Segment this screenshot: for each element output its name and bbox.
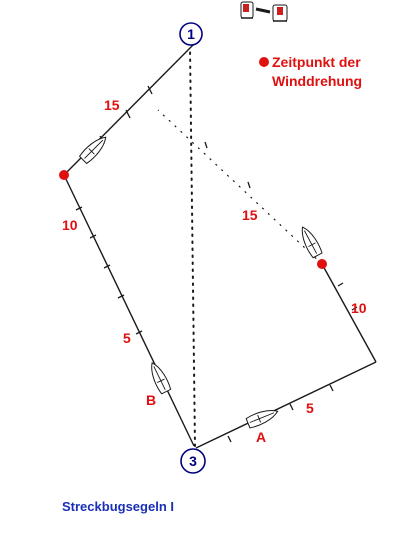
label-left-lower: 5: [123, 330, 131, 346]
caption: Streckbugsegeln I: [62, 499, 174, 514]
track-b-lower: [63, 174, 195, 447]
legend-line-2: Winddrehung: [272, 73, 362, 89]
mark-3-circle: [180, 448, 206, 474]
logo-boats-icon: [240, 1, 288, 22]
legend-dot: [259, 57, 269, 67]
mark-1-circle: [179, 22, 203, 46]
label-left-upper: 10: [62, 217, 78, 233]
boat-upper-left: [78, 136, 107, 165]
track-a-diagonal: [157, 109, 323, 265]
boat-b-icon: [151, 362, 172, 395]
label-upper-left: 15: [104, 97, 120, 113]
label-bottom-right: 5: [306, 400, 314, 416]
mark-1-label: 1: [187, 26, 195, 42]
boat-right-upper: [301, 226, 323, 259]
wind-shift-dot-right: [317, 259, 327, 269]
boat-a-icon: [245, 410, 279, 429]
label-right-upper: 10: [351, 300, 367, 316]
mark-3: 3: [180, 448, 206, 474]
track-a-right: [321, 263, 377, 363]
boat-a-label: A: [256, 429, 266, 445]
wind-shift-dot-left: [59, 170, 69, 180]
mark-3-label: 3: [189, 453, 197, 469]
boat-b-label: B: [146, 392, 156, 408]
track-ticks: [75, 85, 358, 443]
legend-line-1: Zeitpunkt der: [272, 54, 361, 70]
label-middle-diagonal: 15: [242, 207, 258, 223]
mark-1: 1: [179, 22, 203, 46]
track-a-bottom: [195, 361, 377, 449]
legend: Zeitpunkt der Winddrehung: [259, 54, 362, 89]
rhumb-line: [189, 47, 196, 447]
